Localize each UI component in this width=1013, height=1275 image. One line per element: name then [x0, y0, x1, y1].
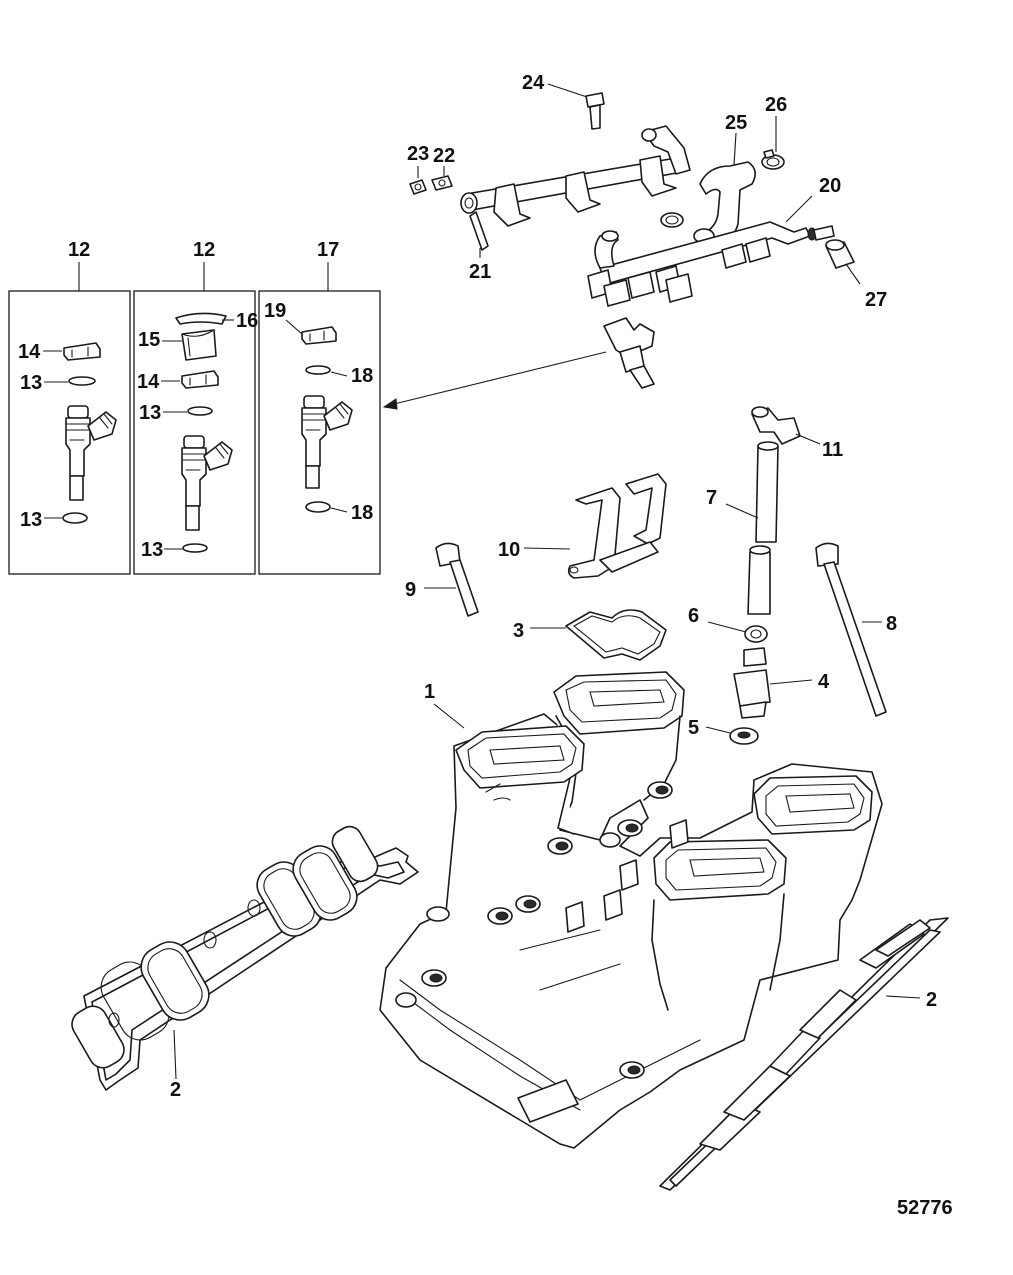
fuel-rail-lower	[587, 221, 835, 307]
callout-10: 10	[498, 539, 520, 561]
callout-22: 22	[433, 145, 455, 167]
clamp-small	[660, 212, 684, 228]
callout-13-c: 13	[139, 402, 161, 424]
callout-12-left: 12	[68, 239, 90, 261]
injector-kit-boxes	[8, 262, 381, 575]
clamp-26	[761, 149, 785, 170]
callout-17: 17	[317, 239, 339, 261]
kit-12-left-parts	[43, 342, 117, 524]
o-ring-18-upper	[305, 365, 331, 375]
o-ring-13-upper-left	[68, 376, 96, 386]
bolt-8	[815, 542, 887, 717]
injector-left	[65, 405, 117, 501]
callout-24: 24	[522, 72, 545, 94]
callout-21: 21	[469, 261, 491, 283]
gasket-2-right	[659, 917, 949, 1191]
sleeve-15	[181, 329, 217, 361]
cap-27	[825, 239, 855, 269]
kit-12-middle-parts	[161, 312, 234, 553]
valve-4	[733, 647, 771, 719]
callout-13-d: 13	[141, 539, 163, 561]
callout-26: 26	[765, 94, 787, 116]
o-ring-13-lower-left	[62, 512, 88, 524]
callout-13-a: 13	[20, 372, 42, 394]
kit-box-12-left	[8, 290, 131, 575]
callout-4: 4	[818, 671, 830, 693]
callout-3: 3	[513, 620, 524, 642]
callout-23: 23	[407, 143, 429, 165]
bracket-10	[567, 473, 667, 579]
callout-14-left: 14	[18, 341, 41, 363]
fuel-rail-upper	[460, 125, 691, 251]
callout-12-middle: 12	[193, 239, 215, 261]
callout-16: 16	[236, 310, 258, 332]
kit-box-12-middle	[133, 290, 256, 575]
callout-9: 9	[405, 579, 416, 601]
clip-19	[301, 326, 337, 345]
injector-main	[603, 317, 655, 389]
callout-13-b: 13	[20, 509, 42, 531]
callout-15: 15	[138, 329, 160, 351]
o-ring-18-lower	[305, 501, 331, 513]
callout-1: 1	[424, 681, 435, 703]
callout-7: 7	[706, 487, 717, 509]
kit-17-parts	[285, 319, 353, 513]
callout-25: 25	[725, 112, 747, 134]
kit-box-17	[258, 290, 381, 575]
o-ring-13-lower-middle	[182, 543, 208, 553]
o-ring-13-upper-middle	[187, 406, 213, 416]
gasket-2-left	[71, 825, 419, 1091]
callout-2-right: 2	[926, 989, 937, 1011]
figure-id: 52776	[897, 1197, 953, 1219]
nut-23	[409, 179, 427, 195]
injector-middle	[181, 435, 233, 531]
callout-5: 5	[688, 717, 699, 739]
injector-right-kit	[301, 395, 353, 489]
callout-8: 8	[886, 613, 897, 635]
grommet-5	[729, 727, 759, 745]
clip-6	[744, 625, 768, 643]
bolt-9	[435, 542, 479, 617]
elbow-11	[751, 406, 801, 445]
intake-manifold-1	[379, 671, 883, 1149]
clip-14-middle	[181, 370, 219, 389]
callout-6: 6	[688, 605, 699, 627]
callout-labels: 1 2 2 3 4 5 6 7 8 9 10 11 12 12 13 13 13…	[18, 72, 953, 1219]
callout-18-upper: 18	[351, 365, 373, 387]
clip-14-left	[63, 342, 101, 361]
fitting-22	[431, 175, 453, 191]
callout-11: 11	[822, 439, 843, 461]
callout-18-lower: 18	[351, 502, 373, 524]
retainer-16	[175, 312, 227, 325]
bolt-24	[585, 92, 605, 130]
tube-7	[747, 441, 779, 615]
callout-27: 27	[865, 289, 887, 311]
callout-19: 19	[264, 300, 286, 322]
callout-20: 20	[819, 175, 841, 197]
callout-2-left: 2	[170, 1079, 181, 1101]
gasket-3	[565, 609, 667, 661]
detail-arrow	[382, 351, 607, 410]
callout-14-middle: 14	[137, 371, 160, 393]
